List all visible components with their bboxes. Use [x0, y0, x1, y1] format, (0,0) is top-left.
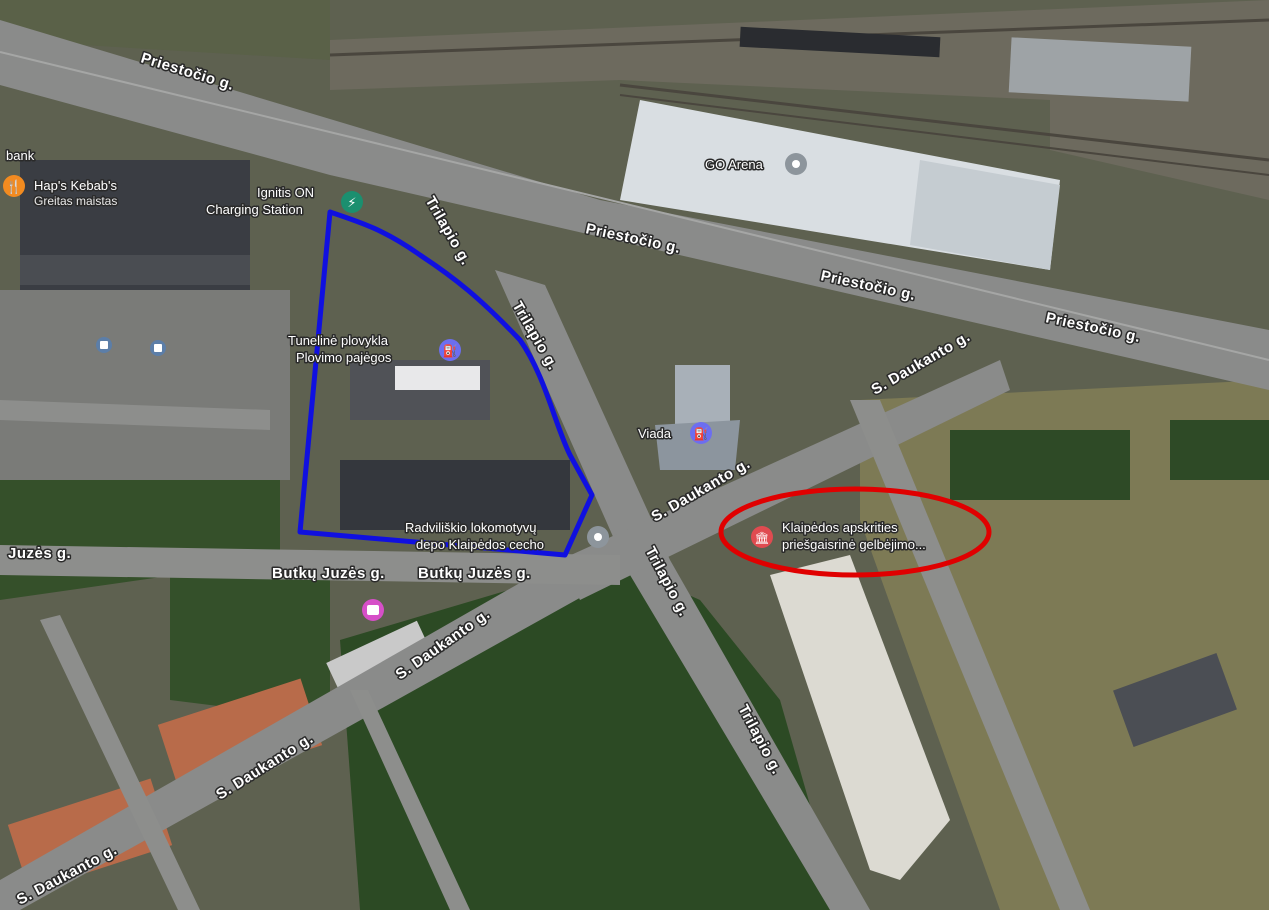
- poi-label-kebab[interactable]: Hap's Kebab's: [33, 177, 120, 195]
- bus-icon: [100, 341, 108, 349]
- gas-station-icon: ⛽: [443, 344, 458, 358]
- poi-label-radviliskio[interactable]: depo Klaipėdos cecho: [415, 536, 546, 554]
- shop-bag-icon: [367, 605, 379, 615]
- kebab-marker[interactable]: 🍴: [3, 175, 25, 197]
- field-area: [860, 380, 1269, 910]
- side-road: [40, 615, 200, 910]
- poi-label-plovykla[interactable]: Tunelinė plovykla: [287, 332, 391, 350]
- poi-label-ignitis[interactable]: Charging Station: [205, 201, 305, 219]
- forest-area: [950, 430, 1130, 500]
- poi-label-go-arena[interactable]: GO Arena: [704, 156, 766, 174]
- bus-stop-marker[interactable]: [96, 337, 112, 353]
- go-arena-roof-shade: [910, 160, 1060, 270]
- poi-label-radviliskio[interactable]: Radviliškio lokomotyvų: [404, 519, 539, 537]
- klaipedos-marker[interactable]: 🏛: [751, 526, 773, 548]
- lightning-icon: ⚡: [347, 196, 356, 211]
- poi-sublabel-kebab: Greitas maistas: [34, 194, 117, 208]
- butku-juzes-road: [0, 545, 620, 585]
- viada-canopy: [655, 420, 740, 470]
- building: [1113, 652, 1237, 748]
- government-building-icon: 🏛: [754, 531, 769, 545]
- poi-label-plovykla[interactable]: Plovimo pajėgos: [295, 349, 394, 367]
- poi-label-ignitis[interactable]: Ignitis ON: [256, 184, 316, 202]
- forest-area: [1170, 420, 1269, 480]
- go-arena-marker[interactable]: [785, 153, 807, 175]
- highlight-polygon: [297, 209, 595, 558]
- plovykla-marker[interactable]: ⛽: [439, 339, 461, 361]
- trilapio-road: [495, 270, 870, 910]
- fork-knife-icon: 🍴: [6, 179, 22, 195]
- building: [20, 255, 250, 285]
- car-wash-roof: [395, 366, 480, 390]
- bus-icon: [154, 344, 162, 352]
- viada-marker[interactable]: ⛽: [690, 422, 712, 444]
- rail-track: [619, 94, 1269, 176]
- viada-station: [675, 365, 730, 425]
- poi-label-bank[interactable]: bank: [5, 147, 37, 165]
- road-label-butku-juzes: Butkų Juzės g.: [418, 565, 531, 582]
- poi-label-klaipedos[interactable]: Klaipėdos apskrities: [781, 519, 900, 537]
- daukanto-road: [560, 360, 1010, 600]
- side-road: [850, 400, 1090, 910]
- apartment-building: [157, 678, 323, 792]
- radviliskio-marker[interactable]: [587, 526, 609, 548]
- fire-station-building: [770, 555, 950, 880]
- depot-building: [340, 460, 570, 530]
- place-dot-icon: [594, 533, 602, 541]
- poi-label-klaipedos[interactable]: priešgaisrinė gelbėjimo...: [781, 536, 928, 554]
- bus-stop-marker[interactable]: [150, 340, 166, 356]
- highlight-ellipse: [718, 486, 992, 578]
- gas-station-icon: ⛽: [694, 427, 709, 441]
- road-label-juzes: Juzės g.: [8, 545, 71, 562]
- building: [1008, 37, 1192, 102]
- road-center-line: [0, 51, 1269, 361]
- side-road: [350, 690, 470, 910]
- ignitis-marker[interactable]: ⚡: [341, 191, 363, 213]
- building: [739, 26, 941, 58]
- rail-track: [619, 83, 1269, 162]
- side-road: [0, 400, 270, 430]
- parking-lot: [0, 290, 290, 480]
- poi-label-viada[interactable]: Viada: [637, 425, 674, 443]
- place-dot-icon: [792, 160, 800, 168]
- priestocio-road: [0, 20, 1269, 390]
- forest-area: [170, 560, 330, 720]
- shop-marker[interactable]: [362, 599, 384, 621]
- road-label-butku-juzes: Butkų Juzės g.: [272, 565, 385, 582]
